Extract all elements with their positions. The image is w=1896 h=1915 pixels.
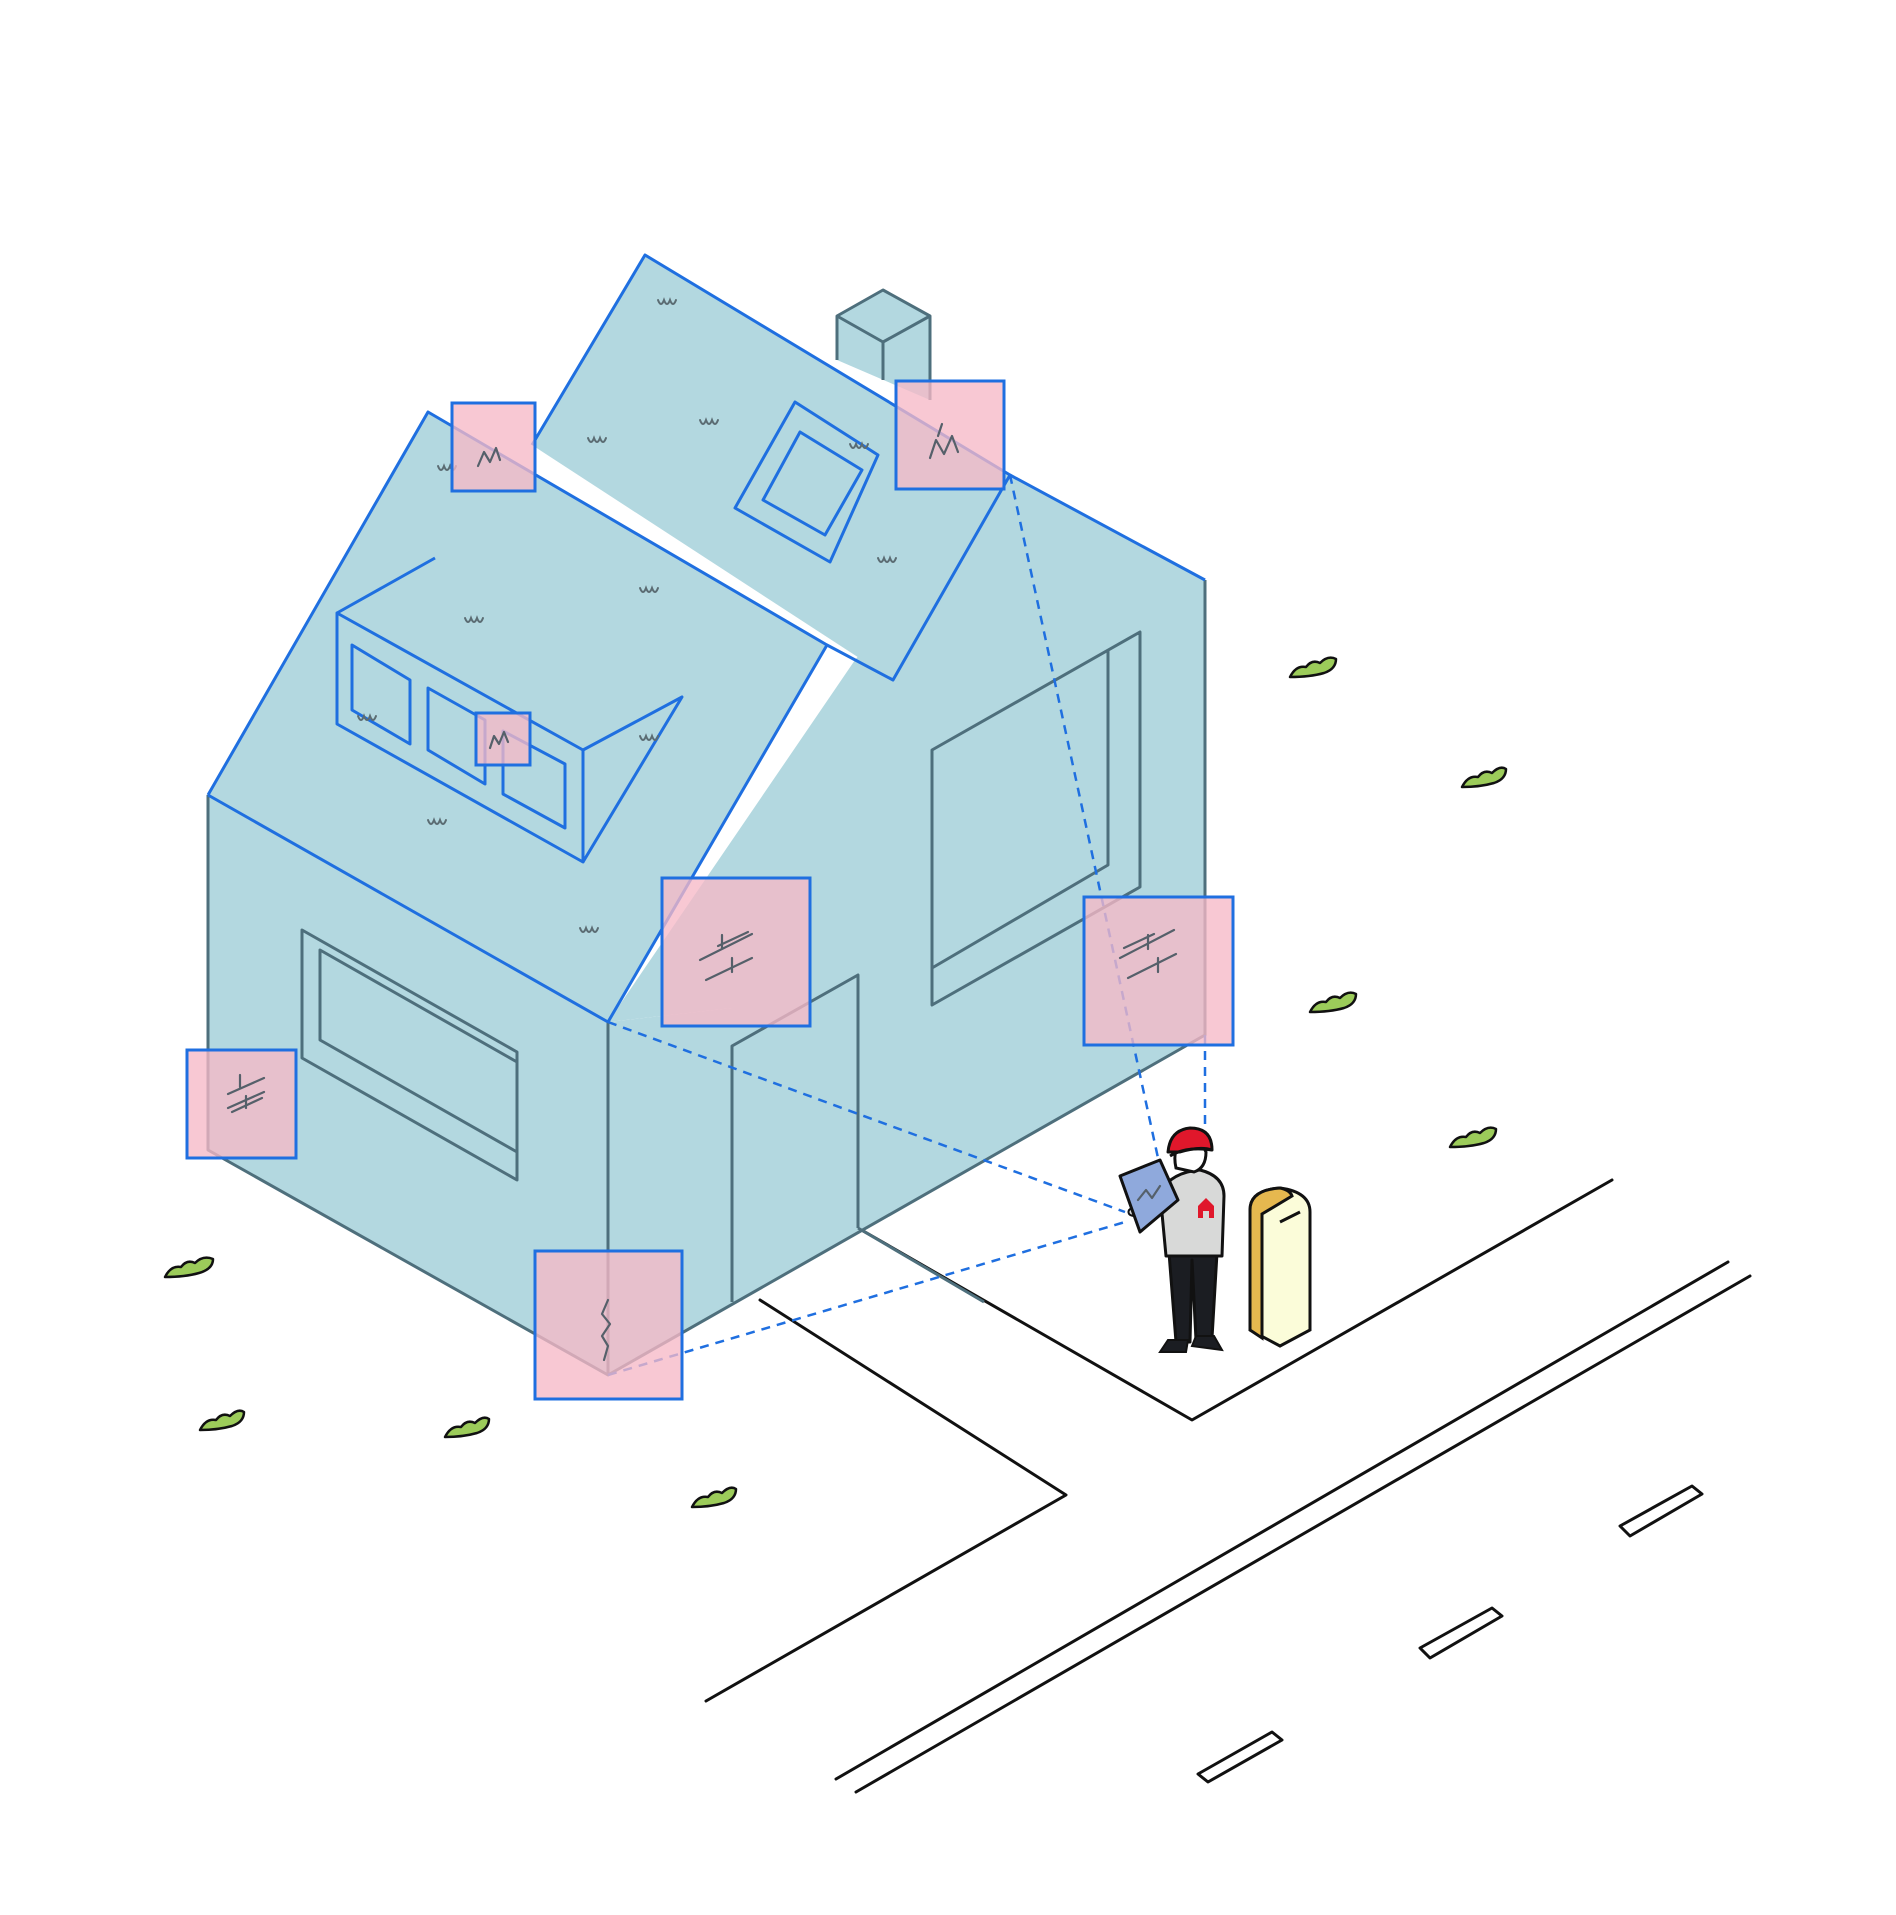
ground: [704, 1178, 1752, 1794]
roof-left-crack-marker: [450, 401, 537, 493]
front-wall: [208, 795, 608, 1375]
bollard: [1248, 1186, 1312, 1348]
foundation-crack-marker: [533, 1249, 684, 1401]
grass-tuft-icon: [1308, 991, 1358, 1014]
brick-icon: [226, 1073, 266, 1114]
tablet-icon: [1118, 1158, 1180, 1234]
road-edge-line: [854, 1274, 1752, 1794]
dormer: [335, 556, 684, 864]
skylight: [733, 400, 880, 564]
brick-icon: [698, 930, 754, 982]
road-lane-marking: [1418, 1606, 1504, 1660]
house: [206, 253, 1207, 1377]
lot-boundary-line: [856, 1178, 1614, 1422]
logo-icon: [1198, 1198, 1214, 1218]
grass-tuft-icon: [163, 1256, 215, 1279]
wall-left-brick-marker: [185, 1048, 298, 1160]
wall-center-brick-marker: [660, 876, 812, 1028]
wall-right-brick-marker: [1082, 895, 1235, 1047]
grass-tuft-icon: [443, 1416, 491, 1439]
grass-tuft-icon: [690, 1486, 738, 1509]
dormer-crack-marker: [474, 711, 532, 767]
right-roof: [532, 255, 1010, 680]
grass-tuft-icon: [1288, 656, 1338, 679]
side-window: [930, 630, 1142, 1007]
brick-icon: [1118, 928, 1178, 980]
grass-tufts: [163, 656, 1508, 1509]
inspector-figure: [1118, 1126, 1226, 1353]
road-edge-line: [834, 1260, 1730, 1781]
front-window: [300, 928, 519, 1182]
road-lane-marking: [1618, 1484, 1704, 1538]
driveway-edge: [704, 1298, 1068, 1703]
defect-markers: [185, 379, 1235, 1401]
grass-tuft-icon: [1448, 1126, 1498, 1149]
grass-tuft-icon: [198, 1409, 246, 1432]
grass-tuft-icon: [1460, 766, 1508, 789]
crack-icon: [928, 422, 960, 460]
crack-icon: [476, 446, 502, 468]
crack-icon: [600, 1298, 612, 1362]
chimney: [835, 288, 932, 400]
chimney-roof-crack-marker: [894, 379, 1006, 491]
crack-icon: [488, 730, 510, 750]
road-lane-marking: [1196, 1730, 1284, 1784]
roof-texture: [357, 297, 897, 933]
